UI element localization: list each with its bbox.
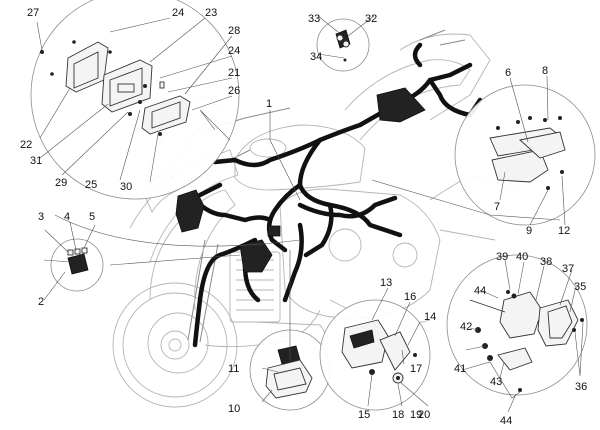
callout-18: 18 (392, 409, 404, 421)
switch-detail-circle (319, 299, 431, 411)
callout-7: 7 (494, 201, 500, 213)
callout-42: 42 (460, 321, 472, 333)
callout-25: 25 (85, 179, 97, 191)
callout-34: 34 (310, 51, 322, 63)
callout-labels: 1 2 3 4 5 6 7 8 9 10 11 12 13 14 15 16 1… (20, 7, 587, 427)
callout-38: 38 (540, 256, 552, 268)
callout-31: 31 (30, 155, 42, 167)
callout-22: 22 (20, 139, 32, 151)
ecu-detail-circle (30, 0, 240, 200)
callout-30: 30 (120, 181, 132, 193)
callout-11: 11 (228, 363, 239, 375)
callout-19: 19 (410, 409, 422, 421)
callout-14: 14 (424, 311, 436, 323)
callout-44a: 44 (474, 285, 486, 297)
callout-32: 32 (365, 13, 377, 25)
callout-41: 41 (454, 363, 466, 375)
callout-36: 36 (575, 381, 587, 393)
callout-27: 27 (27, 7, 39, 19)
callout-23: 23 (205, 7, 217, 19)
callout-43: 43 (490, 376, 502, 388)
callout-6: 6 (505, 67, 511, 79)
callout-17: 17 (410, 363, 422, 375)
callout-1: 1 (266, 98, 272, 110)
fuse-detail-circle (316, 18, 370, 72)
callout-21: 21 (228, 67, 240, 79)
callout-40: 40 (516, 251, 528, 263)
callout-2: 2 (38, 296, 44, 308)
callout-28: 28 (228, 25, 240, 37)
callout-44b: 44 (500, 415, 512, 427)
callout-4: 4 (64, 211, 70, 223)
callout-9: 9 (526, 225, 532, 237)
relay-detail-circle (50, 238, 104, 292)
callout-24b: 24 (228, 45, 240, 57)
sensor-detail-circle (446, 254, 588, 396)
callout-15: 15 (358, 409, 370, 421)
callout-29: 29 (55, 177, 67, 189)
callout-8: 8 (542, 65, 548, 77)
callout-35: 35 (574, 281, 586, 293)
wiring-harness (175, 42, 483, 348)
callout-26: 26 (228, 85, 240, 97)
callout-12: 12 (558, 225, 570, 237)
bracket-detail-circle (454, 84, 596, 226)
callout-10: 10 (228, 403, 240, 415)
callout-24a: 24 (172, 7, 184, 19)
callout-16: 16 (404, 291, 416, 303)
callout-20: 20 (418, 409, 430, 421)
callout-37: 37 (562, 263, 574, 275)
callout-3: 3 (38, 211, 44, 223)
leader-lines (36, 15, 584, 413)
callout-33: 33 (308, 13, 320, 25)
callout-5: 5 (89, 211, 95, 223)
callout-39: 39 (496, 251, 508, 263)
callout-13: 13 (380, 277, 392, 289)
